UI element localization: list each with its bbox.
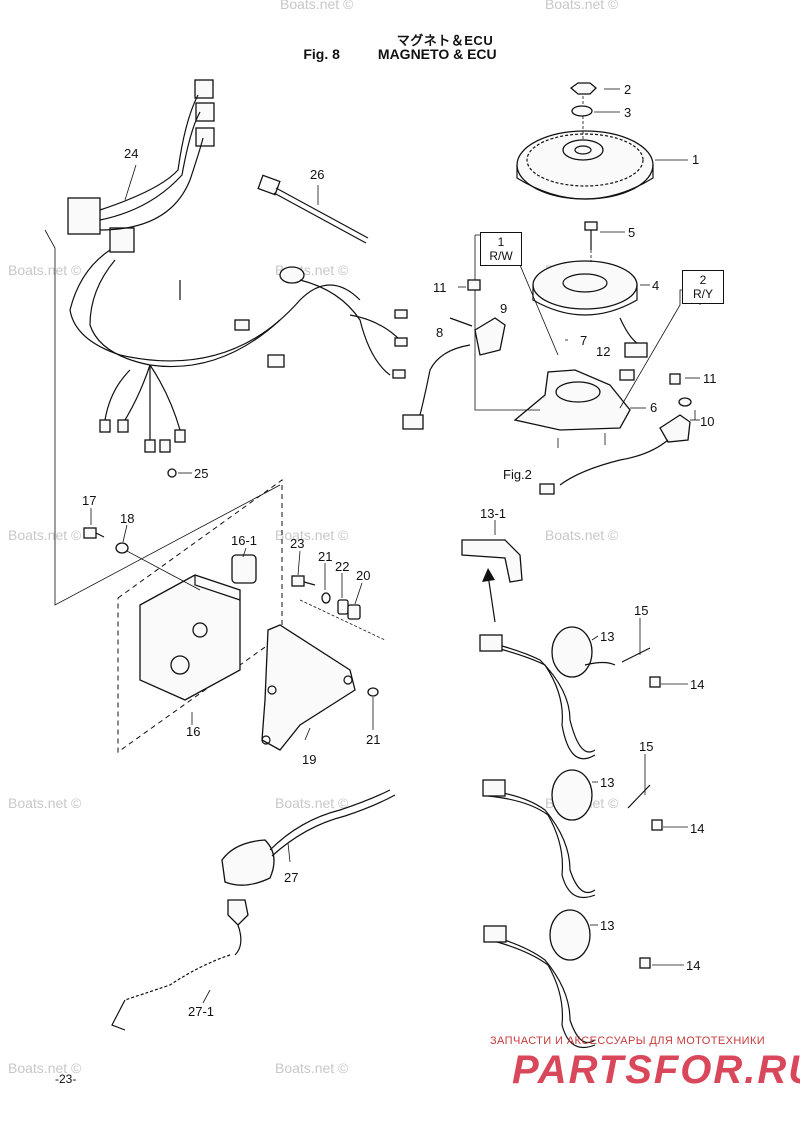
watermark: Boats.net ©	[275, 527, 349, 543]
callout-label[interactable]: 13	[600, 629, 615, 644]
screw-drawing	[167, 468, 177, 478]
store-tagline: ЗАПЧАСТИ И АКСЕССУАРЫ ДЛЯ МОТОТЕХНИКИ	[490, 1035, 766, 1047]
figure-title: Fig. 8 MAGNETO & ECU	[0, 46, 800, 62]
wire-color-box-code: R/W	[489, 249, 513, 263]
ecu-drawing	[117, 479, 283, 753]
plug-cap-drawing	[461, 539, 523, 583]
wire-color-box-number: 1	[497, 235, 505, 249]
callout-label[interactable]: 14	[690, 677, 705, 692]
callout-label[interactable]: 23	[290, 536, 305, 551]
flywheel-drawing	[516, 130, 654, 200]
bolt-drawing	[467, 279, 481, 291]
callout-label[interactable]: 13-1	[480, 506, 507, 521]
callout-label[interactable]: 3	[624, 105, 632, 120]
callout-label[interactable]: 11	[703, 371, 717, 386]
callout-label[interactable]: 26	[310, 167, 325, 182]
assembly-arrow	[482, 568, 496, 623]
switch-drawing	[221, 789, 396, 886]
callout-label[interactable]: 15	[639, 739, 654, 754]
nut-washer-drawing	[569, 82, 597, 140]
lanyard-drawing	[111, 899, 249, 1031]
bracket-drawing	[261, 624, 356, 751]
watermark: Boats.net ©	[8, 795, 82, 811]
japanese-title: マグネト＆ECU	[396, 33, 494, 48]
pulser-coil-drawing	[402, 317, 506, 430]
ignition-coil-drawing	[483, 909, 651, 1049]
watermark: Boats.net ©	[8, 527, 82, 543]
cable-tie-drawing	[257, 174, 369, 244]
bolt-drawing	[669, 373, 681, 385]
callout-label[interactable]: 25	[194, 466, 209, 481]
callout-leaders	[90, 88, 700, 1004]
base-plate-drawing	[513, 369, 631, 448]
callout-label[interactable]: 24	[124, 146, 139, 161]
callout-label[interactable]: 10	[700, 414, 715, 429]
figure-reference[interactable]: Fig.2	[503, 467, 532, 482]
callout-label[interactable]: 7	[580, 333, 588, 348]
callout-label[interactable]: 17	[82, 493, 97, 508]
callout-label[interactable]: 14	[686, 958, 701, 973]
callout-label[interactable]: 27	[284, 870, 299, 885]
callout-label[interactable]: 9	[500, 301, 508, 316]
watermark: Boats.net ©	[280, 0, 354, 12]
page-number: -23-	[55, 1072, 77, 1086]
watermark: Boats.net ©	[545, 527, 619, 543]
charge-coil-drawing	[539, 397, 696, 495]
callout-label[interactable]: 19	[302, 752, 317, 767]
callout-label[interactable]: 21	[366, 732, 381, 747]
callout-label[interactable]: 5	[628, 225, 636, 240]
callout-label[interactable]: 21	[318, 549, 333, 564]
wire-color-box: 2 R/Y	[682, 270, 724, 304]
callout-label[interactable]: 4	[652, 278, 660, 293]
callout-label[interactable]: 20	[356, 568, 371, 583]
wire-harness-drawing	[67, 79, 408, 453]
figure-name: MAGNETO & ECU	[377, 46, 497, 62]
wire-color-box-number: 2	[699, 273, 707, 287]
callout-label[interactable]: 13	[600, 918, 615, 933]
wire-color-box: 1 R/W	[480, 232, 522, 266]
wire-color-box-code: R/Y	[692, 287, 713, 301]
fasteners-drawing	[291, 575, 386, 697]
callout-label[interactable]: 22	[335, 559, 350, 574]
callout-label[interactable]: 18	[120, 511, 135, 526]
stator-drawing	[532, 260, 648, 381]
figure-number: Fig. 8	[303, 46, 340, 62]
callout-label[interactable]: 12	[596, 344, 611, 359]
ignition-coil-drawing	[482, 769, 663, 899]
callout-label[interactable]: 11	[433, 280, 447, 295]
ignition-coil-drawing	[479, 626, 661, 760]
callout-label[interactable]: 13	[600, 775, 615, 790]
callout-label[interactable]: 27-1	[188, 1004, 215, 1019]
callout-label[interactable]: 14	[690, 821, 705, 836]
screw-washer-drawing	[83, 527, 129, 554]
callout-label[interactable]: 16	[186, 724, 201, 739]
assembly-leader-line	[44, 229, 281, 606]
watermark: Boats.net ©	[545, 0, 619, 12]
watermark: Boats.net ©	[275, 1060, 349, 1076]
callout-label[interactable]: 2	[624, 82, 632, 97]
watermark: Boats.net ©	[8, 1060, 82, 1076]
callout-label[interactable]: 15	[634, 603, 649, 618]
callout-label[interactable]: 6	[650, 400, 658, 415]
watermark: Boats.net ©	[275, 795, 349, 811]
callout-label[interactable]: 1	[692, 152, 700, 167]
callout-label[interactable]: 8	[436, 325, 444, 340]
bolt-drawing	[584, 221, 598, 262]
store-logo[interactable]: PARTSFOR.RU	[512, 1048, 800, 1092]
watermark: Boats.net ©	[8, 262, 82, 278]
callout-label[interactable]: 16-1	[231, 533, 258, 548]
